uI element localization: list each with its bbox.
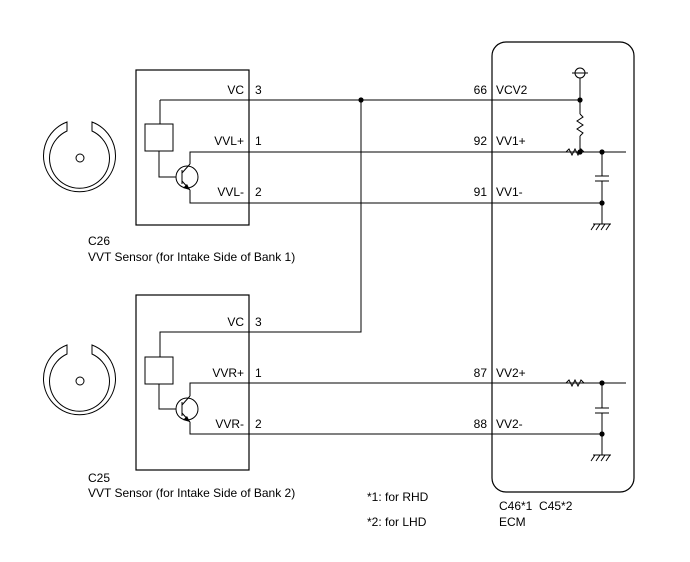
ground-icon <box>590 223 611 231</box>
sensor-box <box>135 69 250 226</box>
sensor-name: VVT Sensor (for Intake Side of Bank 2) <box>88 486 295 500</box>
pin-number: 3 <box>255 83 262 97</box>
ecm-box <box>491 41 635 493</box>
ecm-pin-number: 91 <box>474 185 488 199</box>
footnotes: *1: for RHD *2: for LHD <box>367 490 429 529</box>
wire-vc-bank2 <box>159 100 362 357</box>
transistor-icon <box>175 395 199 423</box>
sensor-c25: VC 3 VVR+ 1 VVR- 2 C25 VVT Sensor (for I… <box>43 294 295 500</box>
ecm-pin-label-vv1-plus: VV1+ <box>496 134 526 148</box>
transistor-icon <box>175 163 199 191</box>
input-filter-vv2 <box>565 378 611 462</box>
pin-label-vvr-plus: VVR+ <box>212 366 244 380</box>
rotor-icon <box>43 344 116 416</box>
pin-label-vc: VC <box>227 315 244 329</box>
sensor-c26: VC 3 VVL+ 1 VVL- 2 C26 VVT Sensor (for I… <box>43 69 295 264</box>
ecm-pin-number: 87 <box>474 366 488 380</box>
pin-number: 2 <box>255 185 262 199</box>
pin-label-vvl-minus: VVL- <box>217 185 244 199</box>
ecm-pin-label-vv2-minus: VV2- <box>496 417 523 431</box>
sensor-code: C25 <box>88 471 110 485</box>
pin-label-vvl-plus: VVL+ <box>214 134 244 148</box>
ecm-pin-number: 92 <box>474 134 488 148</box>
ground-icon <box>590 454 611 462</box>
sensor-code: C26 <box>88 234 110 248</box>
pin-number: 3 <box>255 315 262 329</box>
rotor-icon <box>43 121 116 193</box>
ecm-connectors: C46*1 C45*2 <box>499 499 573 513</box>
pin-label-vc: VC <box>227 83 244 97</box>
ecm-pin-label-vcv2: VCV2 <box>496 83 528 97</box>
wire-harness <box>159 97 626 435</box>
sensor-name: VVT Sensor (for Intake Side of Bank 1) <box>88 250 295 264</box>
ecm-pin-number: 88 <box>474 417 488 431</box>
ecm: 66 VCV2 92 VV1+ 91 VV1- 87 VV2+ 88 VV2- … <box>474 41 635 529</box>
input-filter-vv1 <box>565 147 611 231</box>
power-supply-icon <box>572 67 588 155</box>
pin-number: 1 <box>255 366 262 380</box>
ecm-name: ECM <box>499 515 526 529</box>
footnote-lhd: *2: for LHD <box>367 515 427 529</box>
ecm-pin-label-vv2-plus: VV2+ <box>496 366 526 380</box>
pin-number: 2 <box>255 417 262 431</box>
pin-number: 1 <box>255 134 262 148</box>
ecm-pin-label-vv1-minus: VV1- <box>496 185 523 199</box>
footnote-rhd: *1: for RHD <box>367 490 429 504</box>
pin-label-vvr-minus: VVR- <box>215 417 244 431</box>
ecm-pin-number: 66 <box>474 83 488 97</box>
